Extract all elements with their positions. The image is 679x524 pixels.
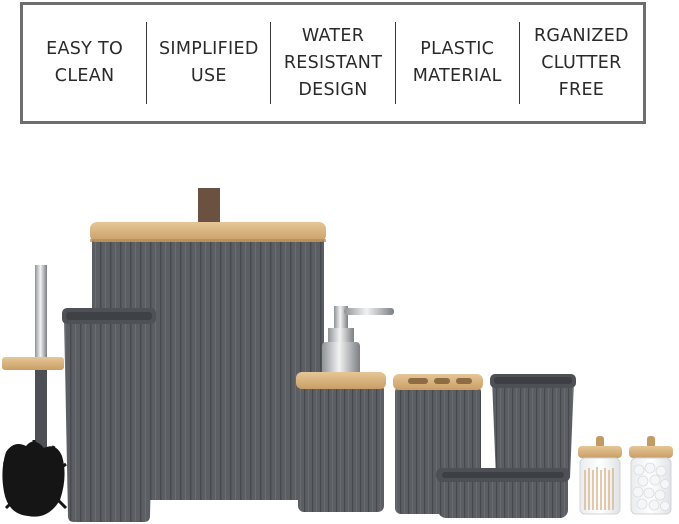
feature-divider — [146, 22, 148, 104]
tumbler — [490, 374, 576, 478]
soap-dispenser — [296, 306, 394, 512]
toilet-brush — [2, 265, 68, 517]
cotton-swab-jar — [578, 436, 622, 515]
feature-plastic-material: PLASTIC MATERIAL — [412, 39, 502, 86]
bathroom-set-photo — [0, 130, 679, 524]
feature-banner: EASY TO CLEAN SIMPLIFIED USE WATER RESIS… — [20, 2, 646, 124]
feature-organized-clutter-free: RGANIZED CLUTTER FREE — [533, 25, 629, 100]
feature-water-resistant: WATER RESISTANT DESIGN — [283, 25, 383, 100]
soap-dish — [436, 468, 570, 518]
feature-divider — [270, 22, 272, 104]
brush-holder — [62, 308, 156, 522]
feature-simplified-use: SIMPLIFIED USE — [159, 39, 259, 86]
feature-divider — [394, 22, 396, 104]
feature-divider — [518, 22, 520, 104]
feature-easy-to-clean: EASY TO CLEAN — [46, 39, 124, 86]
cotton-ball-jar — [629, 436, 673, 515]
